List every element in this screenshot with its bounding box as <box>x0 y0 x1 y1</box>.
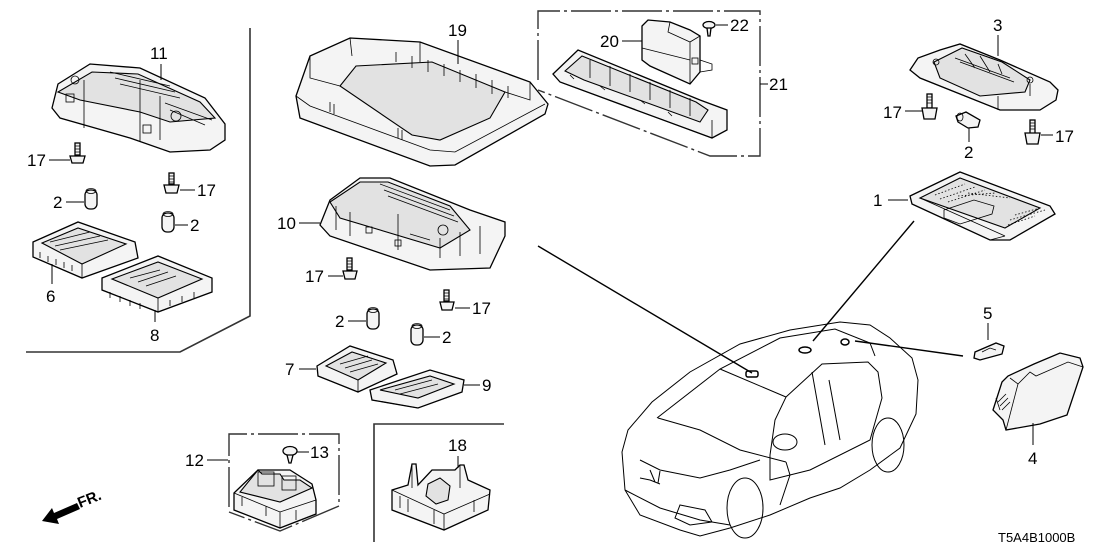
callout-5: 5 <box>983 304 992 323</box>
callout-6: 6 <box>46 287 55 306</box>
callout-21: 21 <box>769 75 788 94</box>
callout-2d: 2 <box>442 328 451 347</box>
part-12-switch-assembly[interactable] <box>233 469 317 529</box>
part-20-unit[interactable] <box>641 19 713 85</box>
part-9-lens[interactable] <box>369 369 465 409</box>
callout-9: 9 <box>482 376 491 395</box>
callout-3: 3 <box>993 16 1002 35</box>
part-17-bolt-f[interactable] <box>1024 119 1041 145</box>
callout-2b: 2 <box>190 216 199 235</box>
drawing-code: T5A4B1000B <box>998 530 1075 545</box>
locator-line-center-light <box>537 245 753 374</box>
part-10-map-light-base[interactable] <box>319 177 506 271</box>
part-1-lens[interactable] <box>909 171 1056 241</box>
part-17-bolt-b[interactable] <box>163 172 180 194</box>
callout-1: 1 <box>873 191 882 210</box>
part-2-bulb-b[interactable] <box>161 211 175 233</box>
part-6-lens[interactable] <box>32 221 139 279</box>
callout-10: 10 <box>277 214 296 233</box>
callout-2e: 2 <box>964 143 973 162</box>
callout-17b: 17 <box>197 181 216 200</box>
front-direction-indicator: FR. <box>42 487 104 524</box>
callout-18: 18 <box>448 436 467 455</box>
callout-11: 11 <box>150 44 168 63</box>
vehicle-rear-light-marker <box>840 338 850 346</box>
vehicle-illustration <box>621 321 919 539</box>
part-22-screw[interactable] <box>702 20 716 37</box>
part-17-bolt-a[interactable] <box>69 142 86 164</box>
part-17-bolt-e[interactable] <box>921 93 938 120</box>
part-17-bolt-d[interactable] <box>439 289 455 311</box>
part-2-bulb-d[interactable] <box>410 323 424 346</box>
part-13-screw[interactable] <box>282 445 298 464</box>
callout-20: 20 <box>600 32 619 51</box>
callout-22: 22 <box>730 16 749 35</box>
part-2-bulb-a[interactable] <box>84 188 98 210</box>
part-17-bolt-c[interactable] <box>342 257 358 280</box>
group-border-left <box>26 28 251 353</box>
part-5-wedge-bulb[interactable] <box>973 342 1005 361</box>
callout-17d: 17 <box>472 299 491 318</box>
callout-2c: 2 <box>335 312 344 331</box>
callout-17a: 17 <box>27 151 46 170</box>
front-label: FR. <box>75 487 104 512</box>
callout-19: 19 <box>448 21 467 40</box>
callout-17f: 17 <box>1055 127 1074 146</box>
callout-17c: 17 <box>305 267 324 286</box>
locator-line-cargo-light <box>854 340 964 357</box>
callout-8: 8 <box>150 326 159 345</box>
vehicle-map-light-marker <box>745 370 759 378</box>
callout-2a: 2 <box>53 193 62 212</box>
front-arrow-icon <box>42 503 80 524</box>
part-8-lens[interactable] <box>101 255 213 313</box>
lens-grille-pattern <box>934 183 1046 226</box>
callout-7: 7 <box>285 360 294 379</box>
part-21-assembly-housing[interactable] <box>552 49 728 139</box>
group-border-18 <box>373 423 504 542</box>
part-4-cargo-area-light[interactable] <box>992 352 1084 431</box>
callout-13: 13 <box>310 443 329 462</box>
locator-line-map-light <box>812 220 915 342</box>
part-7-lens[interactable] <box>316 345 398 393</box>
group-border-12 <box>228 433 340 532</box>
part-19-garnish[interactable] <box>295 37 549 167</box>
part-2-bulb-c[interactable] <box>366 307 380 330</box>
part-2-bulb-e[interactable] <box>955 111 981 129</box>
part-3-map-light-base[interactable] <box>909 43 1059 111</box>
callout-17e: 17 <box>883 103 902 122</box>
callout-12: 12 <box>185 451 204 470</box>
vehicle-dome-light-marker <box>798 346 812 354</box>
part-11-map-light-base[interactable] <box>51 63 226 153</box>
callout-4: 4 <box>1028 449 1037 468</box>
part-18-switch[interactable] <box>391 463 491 531</box>
